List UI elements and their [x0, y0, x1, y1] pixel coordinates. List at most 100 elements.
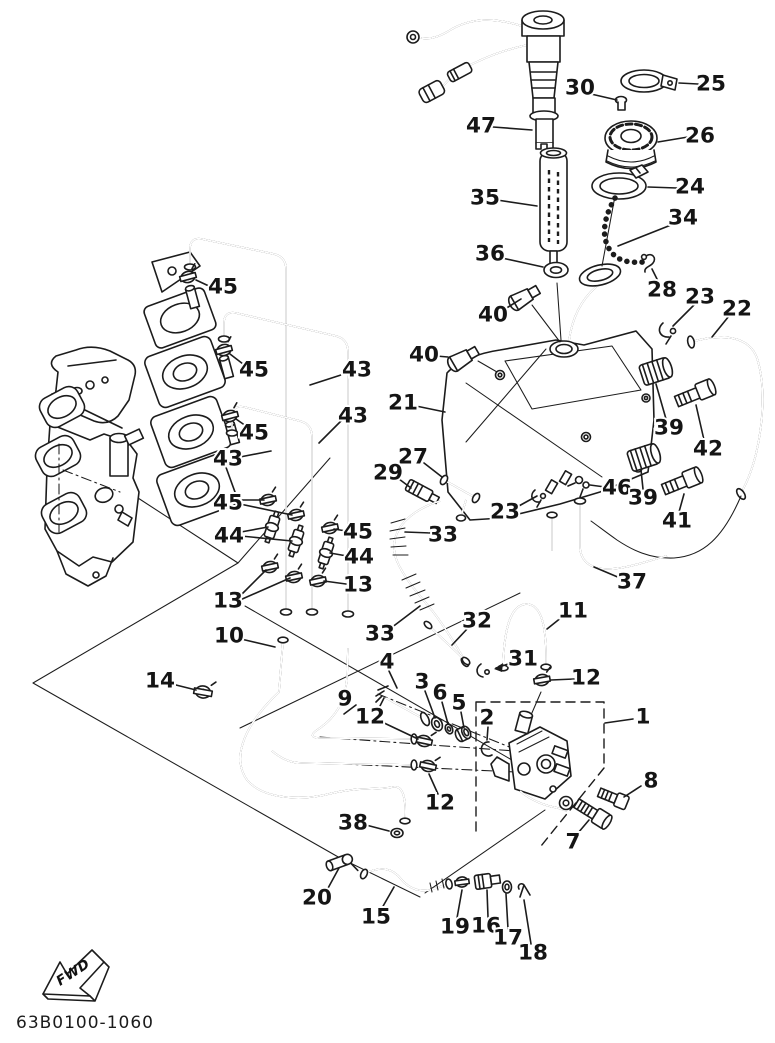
hose-37	[546, 497, 668, 570]
engine-block	[34, 346, 145, 587]
part-callout-40: 40	[476, 298, 522, 330]
leader-line	[651, 268, 659, 282]
part-callout-12: 12	[353, 703, 419, 740]
part-callout-25: 25	[678, 70, 728, 99]
part-callout-28: 28	[645, 268, 679, 305]
part-callout-12: 12	[550, 664, 603, 693]
leader-line	[460, 711, 465, 729]
part-callout-39: 39	[626, 469, 660, 513]
part-callout-30: 30	[563, 74, 618, 103]
part-callout-9: 9	[336, 685, 357, 715]
part-callout-19: 19	[438, 889, 472, 942]
part-number-label: 25	[696, 72, 726, 97]
part-number-label: 19	[440, 915, 470, 940]
part-number-label: 44	[214, 524, 244, 549]
part-callout-23: 23	[672, 283, 717, 327]
leader-line	[428, 773, 439, 795]
part-callout-12: 12	[423, 773, 457, 818]
part-number-label: 3	[415, 670, 430, 695]
part-callout-29: 29	[371, 459, 412, 489]
part-callout-45: 45	[235, 418, 271, 448]
leader-line	[435, 355, 449, 358]
part-number-label: 7	[566, 830, 581, 855]
leader-line	[617, 224, 672, 247]
part-callout-13: 13	[323, 571, 375, 600]
leader-line	[593, 566, 621, 579]
leader-line	[640, 469, 644, 490]
part-callout-45: 45	[229, 353, 271, 385]
part-callout-4: 4	[378, 648, 398, 689]
part-number-label: 38	[338, 811, 368, 836]
part-number-label: 13	[213, 589, 243, 614]
part-number-label: 5	[452, 691, 467, 716]
hose-22	[590, 335, 764, 559]
leader-line	[329, 552, 348, 557]
part-number-label: 31	[508, 647, 538, 672]
part-callout-39: 39	[652, 383, 686, 443]
part-number-label: 16	[471, 914, 501, 939]
part-number-label: 9	[338, 687, 353, 712]
part-number-label: 45	[239, 421, 269, 446]
part-callout-44: 44	[329, 543, 376, 572]
part-number-label: 45	[208, 275, 238, 300]
leader-line	[323, 580, 347, 585]
part-number-label: 33	[365, 622, 395, 647]
part-number-label: 11	[558, 599, 588, 624]
phantom-lines	[32, 457, 558, 898]
part-callout-6: 6	[431, 679, 449, 725]
part-number-label: 40	[409, 343, 439, 368]
part-number-label: 4	[380, 650, 395, 675]
part-number-label: 13	[343, 573, 373, 598]
part-number-label: 12	[425, 791, 455, 816]
part-number-label: 41	[662, 509, 692, 534]
part-callout-3: 3	[413, 668, 436, 719]
part-number-label: 33	[428, 523, 458, 548]
leader-line	[577, 819, 590, 834]
part-number-label: 35	[470, 186, 500, 211]
part-number-label: 43	[338, 404, 368, 429]
leader-line	[501, 257, 544, 268]
part-number-label: 28	[647, 278, 677, 303]
part-callout-40: 40	[407, 341, 449, 370]
part-number-label: 27	[398, 445, 428, 470]
part-callout-24: 24	[647, 173, 707, 202]
leader-line	[589, 484, 606, 488]
fwd-arrow: FWD	[42, 949, 110, 1002]
leader-line	[655, 383, 667, 420]
part-callout-2: 2	[478, 704, 496, 741]
hose-33-supply	[389, 474, 481, 668]
tank-fittings	[446, 284, 717, 508]
part-number-label: 26	[685, 124, 715, 149]
part-number-label: 32	[462, 609, 492, 634]
leader-line	[390, 605, 421, 629]
part-number-label: 30	[565, 76, 595, 101]
leader-line	[171, 683, 197, 691]
leader-line	[492, 126, 533, 131]
leader-line	[456, 889, 463, 919]
part-callout-18: 18	[516, 899, 550, 968]
leader-line	[239, 577, 291, 601]
part-number-label: 23	[685, 285, 715, 310]
part-callout-11: 11	[546, 597, 590, 630]
part-callout-31: 31	[495, 645, 540, 674]
part-number-label: 45	[239, 358, 269, 383]
part-callout-21: 21	[386, 389, 446, 418]
leader-line	[678, 493, 685, 513]
leader-line	[239, 503, 293, 516]
hose-clamp-cluster	[178, 262, 340, 699]
part-callout-16: 16	[469, 889, 503, 941]
part-number-label: 29	[373, 461, 403, 486]
leader-line	[604, 718, 634, 724]
part-number-label: 14	[145, 669, 175, 694]
part-number-label: 21	[388, 391, 418, 416]
leader-line	[504, 298, 522, 310]
part-number-label: 36	[475, 242, 505, 267]
part-number-label: 2	[480, 706, 495, 731]
drain-hose-15	[325, 853, 531, 898]
leader-line	[623, 785, 642, 798]
leader-line	[505, 893, 509, 930]
part-number-label: 24	[675, 175, 705, 200]
leader-line	[240, 526, 269, 533]
oil-pump-assembly	[319, 603, 630, 847]
part-callout-27: 27	[396, 443, 443, 478]
